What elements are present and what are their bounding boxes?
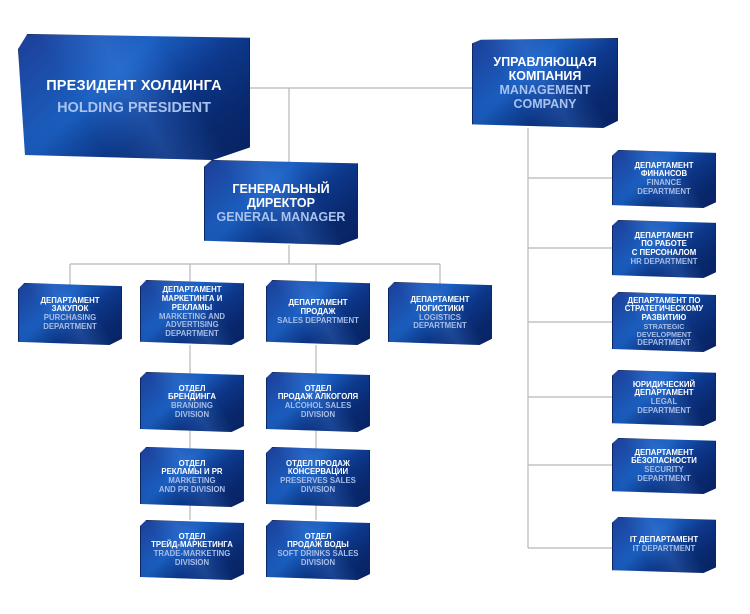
alcohol-sales-division-en-line1: ALCOHOL SALES <box>284 401 352 410</box>
advertising-pr-division-box: ОТДЕЛ РЕКЛАМЫ И PR MARKETING AND PR DIVI… <box>140 447 244 507</box>
sales-department-ru-line2: ПРОДАЖ <box>300 307 336 317</box>
hr-department-en: HR DEPARTMENT <box>630 256 698 266</box>
purchasing-department-en-line2: DEPARTMENT <box>43 321 97 331</box>
trade-marketing-division-en-line1: TRADE-MARKETING <box>153 549 231 558</box>
general-manager-box: ГЕНЕРАЛЬНЫЙ ДИРЕКТОР GENERAL MANAGER <box>204 160 358 245</box>
branding-division-box: ОТДЕЛ БРЕНДИНГА BRANDING DIVISION <box>140 372 244 432</box>
marketing-department-en-line1: MARKETING AND <box>159 311 225 321</box>
marketing-department-box: ДЕПАРТАМЕНТ МАРКЕТИНГА И РЕКЛАМЫ MARKETI… <box>140 280 244 345</box>
trade-marketing-division-ru-line1: ОТДЕЛ <box>178 531 206 541</box>
security-department-box: ДЕПАРТАМЕНТ БЕЗОПАСНОСТИ SECURITY DEPART… <box>612 438 716 494</box>
soft-drinks-sales-division-en-line1: SOFT DRINKS SALES <box>277 549 359 558</box>
general-manager-ru-line2: ДИРЕКТОР <box>247 195 315 210</box>
advertising-pr-division-en-line2: AND PR DIVISION <box>158 484 226 494</box>
preserves-sales-division-en-line2: DIVISION <box>300 484 336 494</box>
preserves-sales-division-box: ОТДЕЛ ПРОДАЖ КОНСЕРВАЦИИ PRESERVES SALES… <box>266 447 370 507</box>
marketing-department-ru-line1: ДЕПАРТАМЕНТ <box>162 285 222 295</box>
preserves-sales-division-en-line1: PRESERVES SALES <box>280 476 356 485</box>
branding-division-ru-line2: БРЕНДИНГА <box>168 392 216 402</box>
finance-department-en-line2: DEPARTMENT <box>637 186 691 196</box>
purchasing-department-box: ДЕПАРТАМЕНТ ЗАКУПОК PURCHASING DEPARTMEN… <box>18 283 122 345</box>
strategic-department-ru-line3: РАЗВИТИЮ <box>641 312 687 322</box>
it-department-en: IT DEPARTMENT <box>632 544 696 553</box>
management-company-ru-line2: КОМПАНИЯ <box>508 69 582 83</box>
purchasing-department-ru-line1: ДЕПАРТАМЕНТ <box>40 295 100 305</box>
preserves-sales-division-ru-line1: ОТДЕЛ ПРОДАЖ <box>286 458 350 468</box>
marketing-department-ru-line2: МАРКЕТИНГА И РЕКЛАМЫ <box>161 294 223 312</box>
advertising-pr-division-ru-line2: РЕКЛАМЫ И PR <box>161 467 223 477</box>
soft-drinks-sales-division-en-line2: DIVISION <box>300 557 336 567</box>
branding-division-en-line1: BRANDING <box>170 401 213 410</box>
legal-department-ru-line2: ДЕПАРТАМЕНТ <box>634 388 694 398</box>
legal-department-box: ЮРИДИЧЕСКИЙ ДЕПАРТАМЕНТ LEGAL DEPARTMENT <box>612 370 716 426</box>
security-department-en-line2: DEPARTMENT <box>637 473 691 483</box>
logistics-department-ru-line1: ДЕПАРТАМЕНТ <box>410 295 470 305</box>
alcohol-sales-division-ru-line2: ПРОДАЖ АЛКОГОЛЯ <box>277 392 359 402</box>
management-company-en-line2: COMPANY <box>513 97 577 111</box>
logistics-department-en-line2: DEPARTMENT <box>413 321 467 331</box>
general-manager-en: GENERAL MANAGER <box>216 209 346 224</box>
security-department-en-line1: SECURITY <box>644 465 684 474</box>
general-manager-ru-line1: ГЕНЕРАЛЬНЫЙ <box>232 181 330 196</box>
soft-drinks-sales-division-ru-line2: ПРОДАЖ ВОДЫ <box>287 540 349 550</box>
legal-department-en-line2: DEPARTMENT <box>637 405 691 415</box>
legal-department-ru-line1: ЮРИДИЧЕСКИЙ <box>632 379 696 389</box>
it-department-box: IT ДЕПАРТАМЕНТ IT DEPARTMENT <box>612 517 716 573</box>
logistics-department-ru-line2: ЛОГИСТИКИ <box>416 303 464 313</box>
holding-president-en: HOLDING PRESIDENT <box>57 100 211 116</box>
management-company-box: УПРАВЛЯЮЩАЯ КОМПАНИЯ MANAGEMENT COMPANY <box>472 38 618 128</box>
logistics-department-box: ДЕПАРТАМЕНТ ЛОГИСТИКИ LOGISTICS DEPARTME… <box>388 282 492 345</box>
soft-drinks-sales-division-box: ОТДЕЛ ПРОДАЖ ВОДЫ SOFT DRINKS SALES DIVI… <box>266 520 370 580</box>
strategic-department-en-line1: STRATEGIC DEVELOPMENT <box>636 321 692 339</box>
legal-department-en-line1: LEGAL <box>650 397 678 406</box>
branding-division-en-line2: DIVISION <box>174 409 210 419</box>
branding-division-ru-line1: ОТДЕЛ <box>178 383 206 393</box>
management-company-ru-line1: УПРАВЛЯЮЩАЯ <box>493 55 597 69</box>
finance-department-en-line1: FINANCE <box>646 178 682 187</box>
hr-department-ru-line1: ДЕПАРТАМЕНТ <box>634 230 694 240</box>
finance-department-ru-line2: ФИНАНСОВ <box>640 169 688 179</box>
sales-department-en: SALES DEPARTMENT <box>277 315 359 325</box>
holding-president-box: ПРЕЗИДЕНТ ХОЛДИНГА HOLDING PRESIDENT <box>18 34 250 160</box>
it-department-ru: IT ДЕПАРТАМЕНТ <box>629 535 699 545</box>
trade-marketing-division-en-line2: DIVISION <box>174 557 210 567</box>
trade-marketing-division-ru-line2: ТРЕЙД-МАРКЕТИНГА <box>151 540 233 550</box>
purchasing-department-en-line1: PURCHASING <box>43 313 97 322</box>
strategic-development-department-box: ДЕПАРТАМЕНТ ПО СТРАТЕГИЧЕСКОМУ РАЗВИТИЮ … <box>612 292 716 352</box>
management-company-en-line1: MANAGEMENT <box>499 83 591 97</box>
alcohol-sales-division-en-line2: DIVISION <box>300 409 336 419</box>
advertising-pr-division-ru-line1: ОТДЕЛ <box>178 458 206 468</box>
logistics-department-en-line1: LOGISTICS <box>418 312 462 322</box>
strategic-department-ru-line1: ДЕПАРТАМЕНТ ПО <box>627 295 701 305</box>
finance-department-box: ДЕПАРТАМЕНТ ФИНАНСОВ FINANCE DEPARTMENT <box>612 150 716 208</box>
security-department-ru-line2: БЕЗОПАСНОСТИ <box>631 456 697 466</box>
sales-department-ru-line1: ДЕПАРТАМЕНТ <box>288 298 348 308</box>
alcohol-sales-division-box: ОТДЕЛ ПРОДАЖ АЛКОГОЛЯ ALCOHOL SALES DIVI… <box>266 372 370 432</box>
hr-department-ru-line3: С ПЕРСОНАЛОМ <box>631 248 697 257</box>
finance-department-ru-line1: ДЕПАРТАМЕНТ <box>634 160 694 170</box>
alcohol-sales-division-ru-line1: ОТДЕЛ <box>304 383 332 393</box>
marketing-department-en-line2: ADVERTISING DEPARTMENT <box>165 320 219 338</box>
soft-drinks-sales-division-ru-line1: ОТДЕЛ <box>304 531 332 541</box>
hr-department-ru-line2: ПО РАБОТЕ <box>641 239 687 249</box>
strategic-department-en-line2: DEPARTMENT <box>637 337 691 347</box>
strategic-department-ru-line2: СТРАТЕГИЧЕСКОМУ <box>624 304 704 314</box>
advertising-pr-division-en-line1: MARKETING <box>168 476 216 485</box>
preserves-sales-division-ru-line2: КОНСЕРВАЦИИ <box>287 467 349 477</box>
sales-department-box: ДЕПАРТАМЕНТ ПРОДАЖ SALES DEPARTMENT <box>266 280 370 345</box>
holding-president-ru: ПРЕЗИДЕНТ ХОЛДИНГА <box>46 77 222 94</box>
security-department-ru-line1: ДЕПАРТАМЕНТ <box>634 447 694 457</box>
trade-marketing-division-box: ОТДЕЛ ТРЕЙД-МАРКЕТИНГА TRADE-MARKETING D… <box>140 520 244 580</box>
hr-department-box: ДЕПАРТАМЕНТ ПО РАБОТЕ С ПЕРСОНАЛОМ HR DE… <box>612 220 716 278</box>
purchasing-department-ru-line2: ЗАКУПОК <box>51 304 89 314</box>
